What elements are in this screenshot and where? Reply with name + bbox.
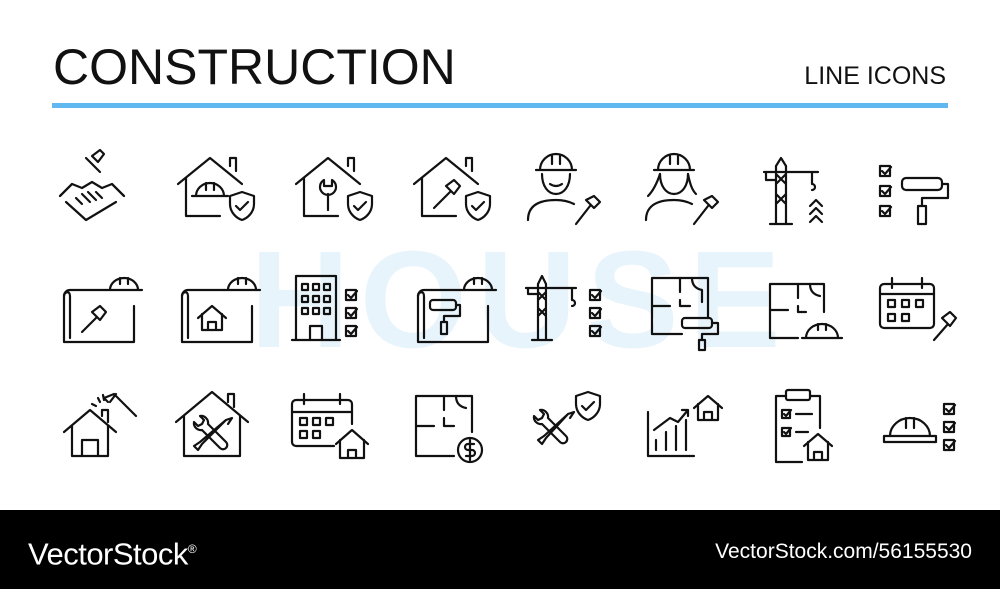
- floor-plan-helmet-icon: [768, 282, 844, 340]
- clipboard-house-icon: [774, 388, 834, 464]
- house-wrench-screwdriver-icon: [174, 390, 250, 458]
- growth-chart-house-icon: [646, 394, 724, 458]
- floor-plan-dollar-icon: [414, 394, 484, 464]
- footer-bar: [0, 510, 1000, 589]
- male-worker-hammer-icon: [526, 152, 602, 226]
- brand-name: VectorStock: [28, 536, 188, 572]
- checklist-paint-roller-icon: [878, 164, 950, 226]
- blueprint-house-helmet-icon: [180, 276, 262, 344]
- crane-checklist-icon: [524, 274, 603, 342]
- building-checklist-icon: [290, 274, 359, 342]
- calendar-hammer-icon: [878, 276, 958, 342]
- house-hammer-repair-icon: [62, 392, 138, 458]
- watermark-word: HOUSE: [250, 223, 791, 377]
- blueprint-hammer-helmet-icon: [62, 276, 144, 344]
- stock-id[interactable]: VectorStock.com/56155530: [715, 540, 972, 563]
- page-subtitle: LINE ICONS: [804, 62, 946, 90]
- house-hammer-shield-icon: [412, 156, 492, 222]
- brand-logo[interactable]: VectorStock®: [28, 530, 197, 573]
- calendar-house-icon: [290, 392, 370, 460]
- accent-divider: [52, 103, 948, 108]
- page-title: CONSTRUCTION: [53, 39, 456, 95]
- house-helmet-shield-icon: [176, 156, 256, 222]
- house-wrench-shield-icon: [294, 156, 374, 222]
- brand-mark: ®: [187, 542, 197, 556]
- female-worker-hammer-icon: [644, 152, 720, 226]
- icon-grid: [58, 148, 958, 464]
- handshake-hammer-icon: [58, 148, 126, 222]
- blueprint-roller-helmet-icon: [416, 276, 498, 344]
- floor-plan-roller-icon: [650, 276, 720, 352]
- tools-shield-icon: [532, 390, 602, 446]
- tower-crane-icon: [762, 156, 824, 226]
- helmet-checklist-icon: [882, 402, 957, 452]
